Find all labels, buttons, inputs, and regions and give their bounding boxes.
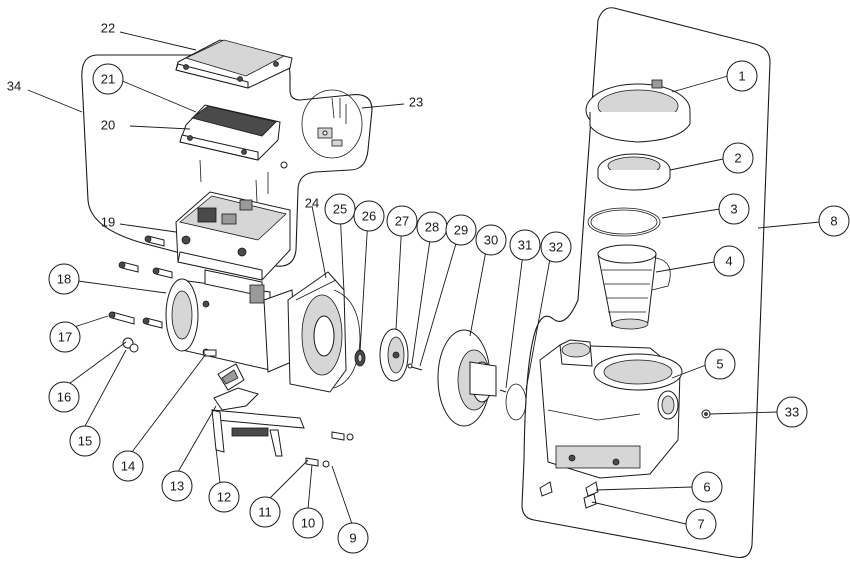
- callout-32: 32: [540, 231, 572, 263]
- diffuser-oring-part: [499, 383, 527, 421]
- motor-part: [165, 269, 297, 373]
- motor-bolts: [108, 235, 173, 353]
- callout-24: 24: [305, 196, 319, 211]
- callout-19-label: 19: [101, 215, 115, 230]
- callout-20-label: 20: [101, 118, 115, 133]
- callout-17: 17: [49, 321, 81, 353]
- drain-plugs-part: [539, 481, 599, 509]
- plug-part: [701, 409, 711, 419]
- callout-28: 28: [416, 211, 448, 243]
- top-cover-part: [175, 39, 293, 89]
- callout-16: 16: [48, 381, 80, 413]
- callout-20: 20: [101, 118, 115, 133]
- callout-4-label: 4: [725, 254, 732, 269]
- callout-23-label: 23: [409, 95, 423, 110]
- callout-16-label: 16: [57, 390, 71, 405]
- callout-28-label: 28: [425, 220, 439, 235]
- callout-11: 11: [249, 496, 281, 528]
- callout-4: 4: [713, 245, 745, 277]
- callout-9: 9: [337, 522, 369, 554]
- callout-6: 6: [691, 471, 723, 503]
- lid-lock-ring-part: [585, 79, 691, 143]
- callout-21-label: 21: [101, 72, 115, 87]
- callout-29-label: 29: [454, 223, 468, 238]
- callout-12: 12: [208, 481, 240, 513]
- impeller-screw-part: [407, 363, 423, 371]
- motor-group-outline: [81, 54, 373, 267]
- callout-18: 18: [48, 263, 80, 295]
- base-screw-part: [203, 349, 217, 357]
- callout-13: 13: [161, 470, 193, 502]
- callout-14-label: 14: [121, 459, 135, 474]
- callout-9-label: 9: [349, 531, 356, 546]
- callout-3-label: 3: [730, 202, 737, 217]
- seal-plate-part: [287, 271, 347, 393]
- callout-1: 1: [726, 60, 758, 92]
- callout-2-label: 2: [734, 151, 741, 166]
- callout-7: 7: [685, 508, 717, 540]
- leader-lines: [27, 31, 821, 525]
- callout-30: 30: [475, 224, 507, 256]
- callout-11-label: 11: [258, 505, 272, 520]
- drive-body-part: [175, 191, 291, 281]
- callout-17-label: 17: [58, 330, 72, 345]
- cover-screws: [199, 159, 288, 203]
- callout-19: 19: [101, 215, 115, 230]
- callout-26-label: 26: [362, 209, 376, 224]
- callout-22-label: 22: [101, 21, 115, 36]
- callout-5-label: 5: [716, 357, 723, 372]
- callout-31: 31: [509, 229, 541, 261]
- plate-gasket-part: [333, 289, 361, 389]
- callout-18-label: 18: [57, 272, 71, 287]
- diffuser-part: [437, 329, 497, 427]
- callout-30-label: 30: [484, 233, 498, 248]
- callout-5: 5: [704, 348, 736, 380]
- callout-33-label: 33: [785, 405, 799, 420]
- inner-cover-part: [179, 104, 281, 161]
- callout-26: 26: [353, 200, 385, 232]
- callout-27: 27: [386, 205, 418, 237]
- hardware-kit-part: [301, 89, 363, 159]
- callout-23: 23: [409, 95, 423, 110]
- callout-32-label: 32: [549, 240, 563, 255]
- callout-13-label: 13: [170, 479, 184, 494]
- callout-21: 21: [92, 63, 124, 95]
- callout-24-label: 24: [305, 196, 319, 211]
- impeller-part: [379, 328, 409, 382]
- strainer-basket-part: [597, 244, 671, 330]
- lid-oring-part: [587, 207, 661, 237]
- callout-6-label: 6: [703, 480, 710, 495]
- callout-10-label: 10: [301, 516, 315, 531]
- callout-14: 14: [112, 450, 144, 482]
- strainer-housing-part: [539, 339, 683, 479]
- callout-15-label: 15: [78, 434, 92, 449]
- callout-27-label: 27: [395, 214, 409, 229]
- callout-34-label: 34: [7, 79, 21, 94]
- callout-25-label: 25: [333, 202, 347, 217]
- callout-31-label: 31: [518, 238, 532, 253]
- callout-3: 3: [718, 193, 750, 225]
- callout-15: 15: [69, 425, 101, 457]
- motor-base-part: [211, 409, 305, 457]
- callout-12-label: 12: [217, 490, 231, 505]
- callout-34: 34: [7, 79, 21, 94]
- callout-2: 2: [722, 142, 754, 174]
- base-bracket-part: [213, 363, 259, 411]
- callout-1-label: 1: [738, 69, 745, 84]
- callout-10: 10: [292, 507, 324, 539]
- callout-8: 8: [818, 205, 850, 237]
- callout-7-label: 7: [697, 517, 704, 532]
- strainer-group-outline: [521, 7, 771, 559]
- callout-29: 29: [445, 214, 477, 246]
- strainer-lid-part: [597, 153, 671, 191]
- callout-33: 33: [776, 396, 808, 428]
- callout-25: 25: [324, 193, 356, 225]
- seal-part: [354, 349, 366, 367]
- callout-8-label: 8: [830, 214, 837, 229]
- callout-22: 22: [101, 21, 115, 36]
- small-fasteners-part: [305, 431, 354, 468]
